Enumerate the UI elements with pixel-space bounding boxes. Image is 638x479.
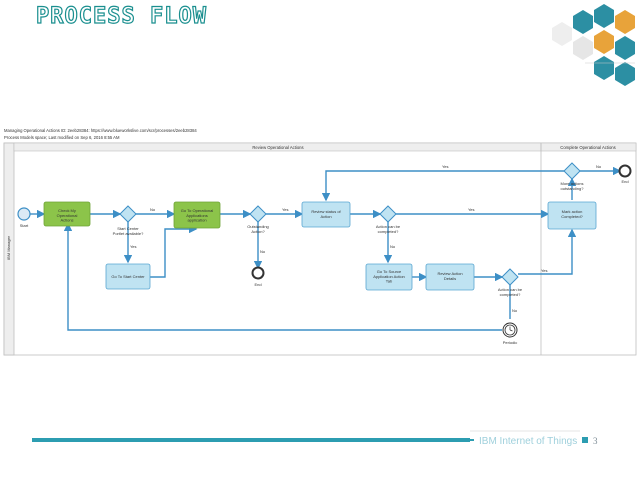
phase-complete: Complete Operational Actions — [560, 145, 615, 150]
lane-participant: IBM Manager — [6, 235, 11, 260]
task-go-op-apps — [173, 201, 221, 229]
end-top-label: End — [621, 179, 628, 184]
svg-text:No: No — [512, 308, 518, 313]
task-go-source — [365, 263, 413, 291]
gateway-portlet — [119, 205, 137, 223]
slide-number: 3 — [593, 436, 598, 446]
diagram-header-line1: Managing Operational Actions ID: 2eeb283… — [4, 128, 197, 133]
svg-text:No: No — [150, 207, 156, 212]
footer-brand: IBM Internet of Things — [479, 436, 578, 447]
svg-text:Yes: Yes — [541, 268, 548, 273]
gateway-outstanding — [249, 205, 267, 223]
phase-review: Review Operational Actions — [252, 145, 303, 150]
edge-labels: No Yes Yes No Yes No Yes No No Yes — [130, 164, 602, 313]
end-event-mid — [251, 266, 265, 280]
svg-text:Yes: Yes — [130, 244, 137, 249]
task-mark-complete — [547, 201, 597, 230]
task-review-status — [301, 201, 351, 228]
periodic-label: Periodic — [503, 340, 517, 345]
gateway-can-complete-2 — [501, 268, 519, 286]
diagram-header-line2: Process Models space; Last modified on S… — [4, 135, 120, 140]
end-mid-label: End — [254, 282, 261, 287]
svg-text:No: No — [260, 249, 266, 254]
svg-text:Yes: Yes — [282, 207, 289, 212]
start-event — [17, 207, 31, 221]
svg-text:No: No — [596, 164, 602, 169]
end-event-top — [618, 164, 632, 178]
svg-text:Yes: Yes — [442, 164, 449, 169]
task-review-details — [425, 263, 475, 291]
svg-text:No: No — [390, 244, 396, 249]
task-go-start-center — [105, 263, 151, 290]
flow-lines — [30, 166, 622, 331]
pool — [3, 142, 637, 356]
gateway-can-complete-1 — [379, 205, 397, 223]
start-label: Start — [20, 223, 29, 228]
hexagon-decoration — [552, 4, 635, 86]
footer-bar — [32, 430, 588, 443]
svg-text:Yes: Yes — [468, 207, 475, 212]
task-check-actions — [43, 201, 91, 227]
task-go-start-center-label: Go To Start Center — [111, 274, 145, 279]
slide-title: PROCESS FLOW — [35, 3, 207, 29]
gateway-more-actions — [563, 162, 581, 180]
periodic-timer-event — [502, 322, 518, 338]
